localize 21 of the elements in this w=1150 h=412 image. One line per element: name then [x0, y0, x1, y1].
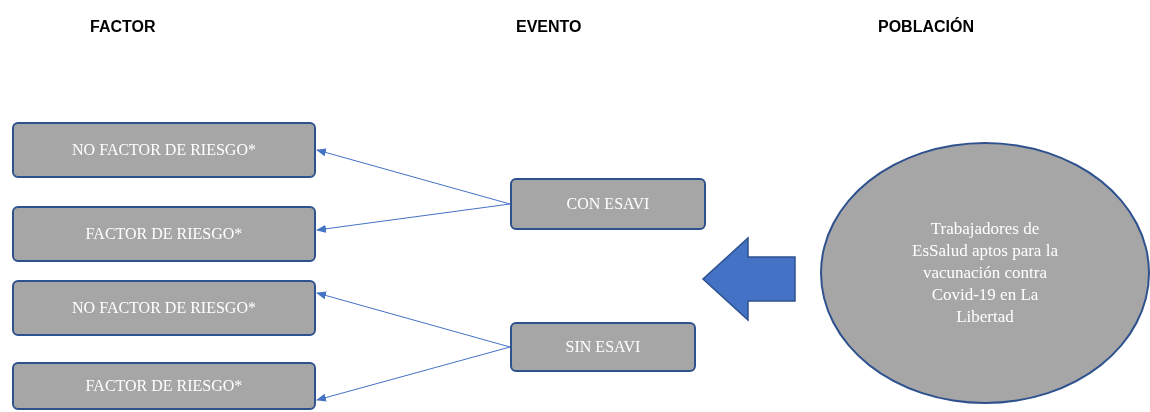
- node-text: CON ESAVI: [566, 195, 650, 213]
- block-arrow: [701, 236, 796, 322]
- node-text: NO FACTOR DE RIESGO*: [72, 299, 256, 317]
- process-box: [12, 122, 316, 178]
- process-box: [12, 206, 316, 262]
- arrow: [316, 148, 511, 205]
- process-box: [510, 322, 696, 372]
- process-box: [12, 280, 316, 336]
- node-text: NO FACTOR DE RIESGO*: [72, 141, 256, 159]
- column-heading: POBLACIÓN: [878, 18, 974, 36]
- column-heading: EVENTO: [516, 18, 582, 36]
- process-box: [12, 362, 316, 410]
- node-text: SIN ESAVI: [565, 338, 641, 356]
- node-text: FACTOR DE RIESGO*: [85, 225, 243, 243]
- arrow: [316, 203, 511, 233]
- node-text: Trabajadores de EsSalud aptos para la vacunación contra Covid-19 en La Libertad: [911, 218, 1059, 328]
- node-text: FACTOR DE RIESGO*: [85, 377, 243, 395]
- arrow: [316, 291, 511, 348]
- arrow: [316, 346, 511, 402]
- column-heading: FACTOR: [90, 18, 156, 36]
- process-box: [510, 178, 706, 230]
